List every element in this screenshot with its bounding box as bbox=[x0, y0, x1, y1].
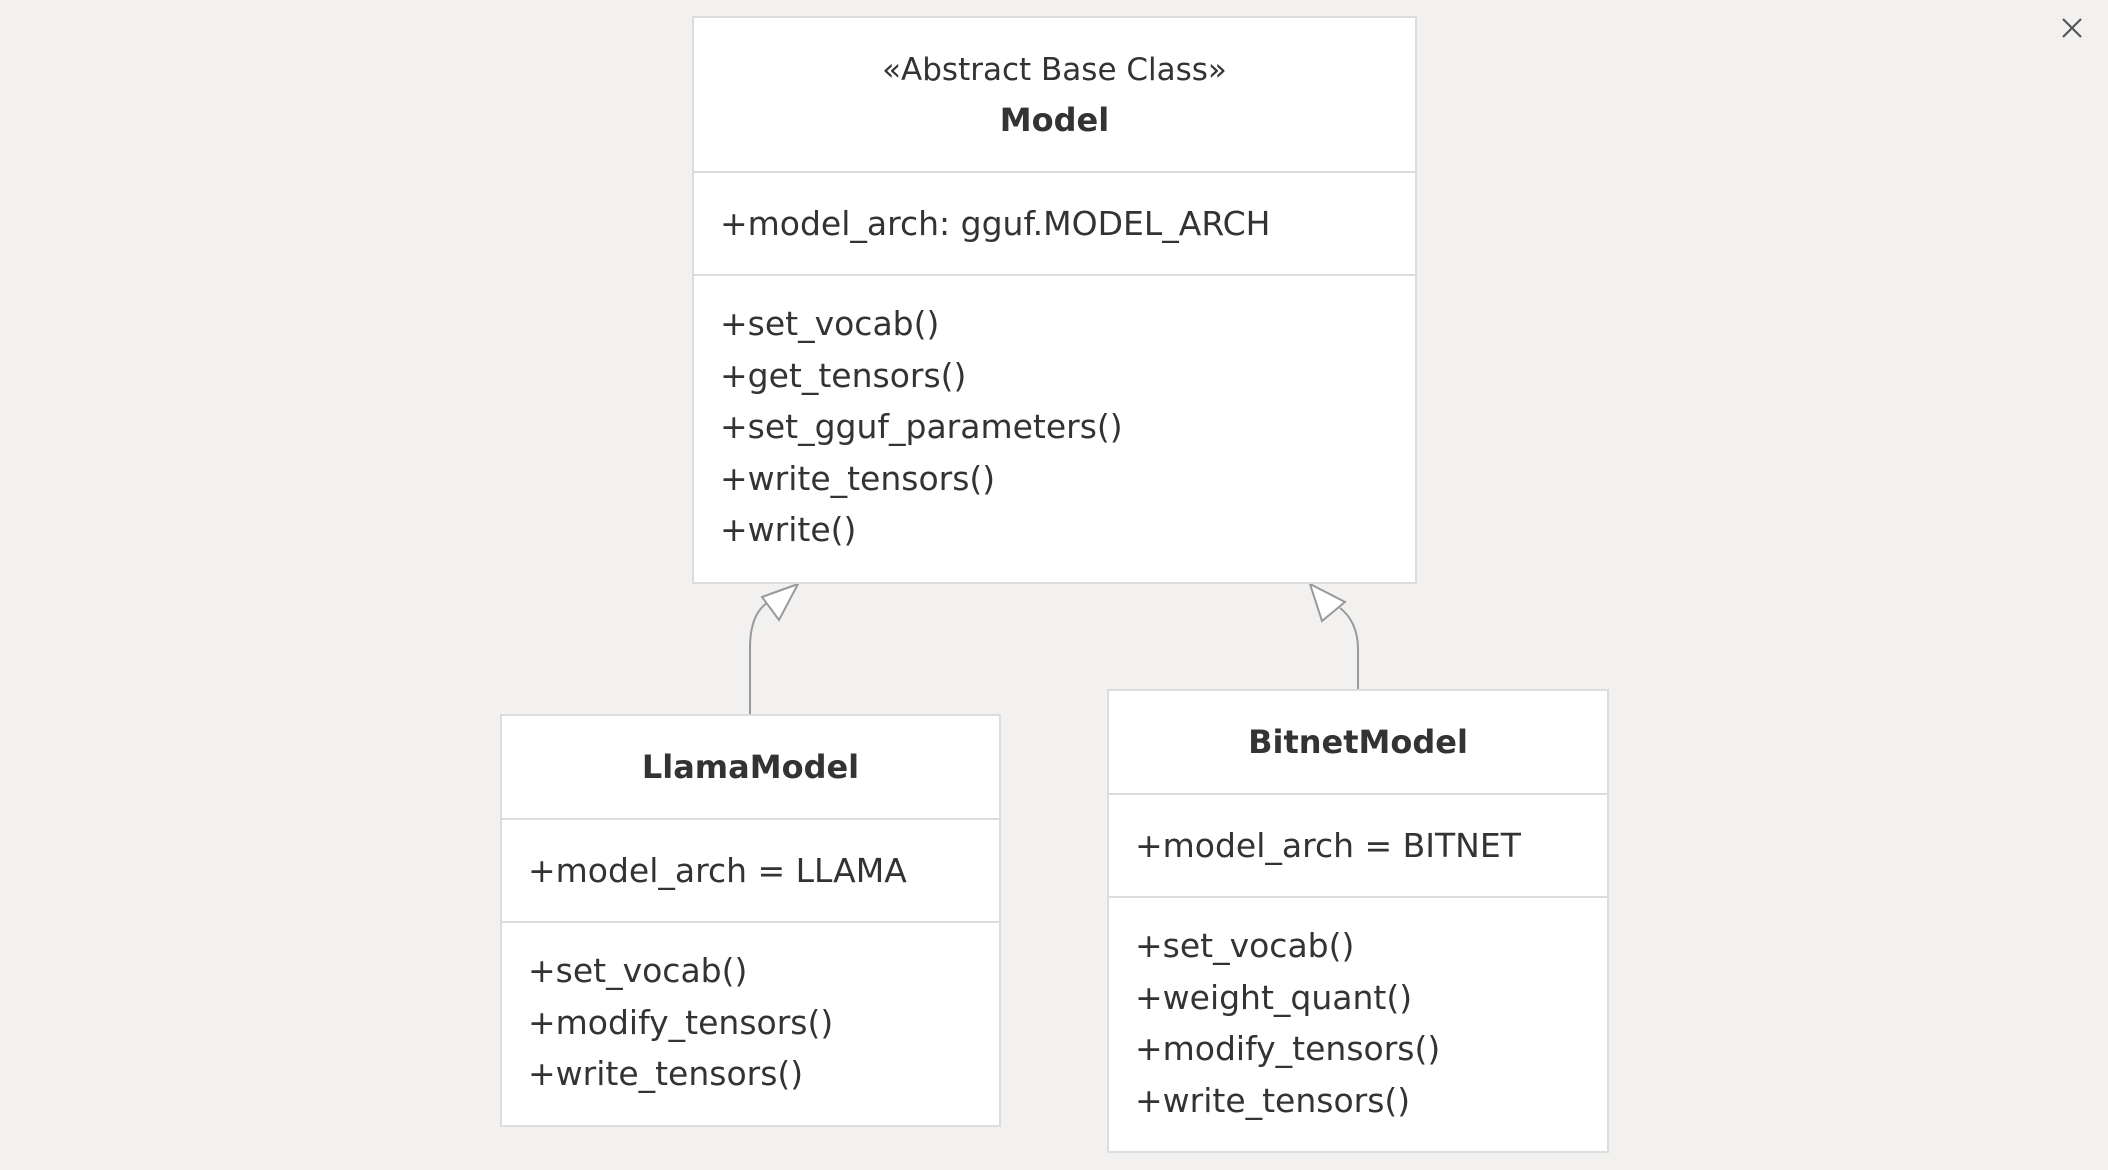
class-bitnet-method: +modify_tensors() bbox=[1135, 1029, 1441, 1068]
class-model-attribute: +model_arch: gguf.MODEL_ARCH bbox=[720, 203, 1271, 243]
class-bitnet-method: +write_tensors() bbox=[1135, 1080, 1411, 1120]
llama-inheritance-arrowhead bbox=[760, 582, 801, 622]
class-llama-attribute: +model_arch = LLAMA bbox=[528, 850, 907, 890]
class-bitnet-model[interactable]: BitnetModel +model_arch = BITNET +set_vo… bbox=[1107, 689, 1609, 1153]
class-llama-model[interactable]: LlamaModel +model_arch = LLAMA +set_voca… bbox=[500, 714, 1001, 1127]
class-model-method: +write() bbox=[720, 510, 857, 549]
class-bitnet-name: BitnetModel bbox=[1248, 723, 1468, 761]
llama-to-model-edge bbox=[749, 600, 771, 714]
class-llama-method: +set_vocab() bbox=[528, 951, 748, 990]
class-model-method: +get_tensors() bbox=[720, 355, 967, 395]
class-llama-name: LlamaModel bbox=[641, 748, 860, 786]
class-llama-methods: +set_vocab() +modify_tensors() +write_te… bbox=[502, 923, 999, 1100]
class-bitnet-method: +set_vocab() bbox=[1135, 926, 1355, 965]
class-bitnet-header: BitnetModel bbox=[1109, 691, 1607, 795]
class-bitnet-method: +weight_quant() bbox=[1135, 977, 1413, 1017]
class-model-methods: +set_vocab() +get_tensors() +set_gguf_pa… bbox=[694, 276, 1415, 556]
class-llama-attributes: +model_arch = LLAMA bbox=[502, 820, 999, 923]
class-model-attributes: +model_arch: gguf.MODEL_ARCH bbox=[694, 173, 1415, 276]
bitnet-inheritance-arrowhead bbox=[1308, 582, 1347, 623]
class-model-method: +set_vocab() bbox=[720, 304, 940, 343]
class-model-method: +set_gguf_parameters() bbox=[720, 407, 1123, 446]
class-bitnet-methods: +set_vocab() +weight_quant() +modify_ten… bbox=[1109, 898, 1607, 1126]
class-bitnet-attributes: +model_arch = BITNET bbox=[1109, 795, 1607, 898]
class-model-name: Model bbox=[999, 100, 1110, 139]
class-model[interactable]: «Abstract Base Class» Model +model_arch:… bbox=[692, 16, 1417, 584]
class-model-method: +write_tensors() bbox=[720, 458, 996, 498]
bitnet-to-model-edge bbox=[1339, 607, 1359, 689]
class-bitnet-attribute: +model_arch = BITNET bbox=[1135, 825, 1521, 865]
class-model-stereotype: «Abstract Base Class» bbox=[882, 51, 1227, 88]
class-llama-header: LlamaModel bbox=[502, 716, 999, 820]
class-llama-method: +write_tensors() bbox=[528, 1054, 804, 1093]
close-icon[interactable] bbox=[2054, 10, 2090, 46]
class-llama-method: +modify_tensors() bbox=[528, 1002, 834, 1042]
class-model-header: «Abstract Base Class» Model bbox=[694, 18, 1415, 173]
